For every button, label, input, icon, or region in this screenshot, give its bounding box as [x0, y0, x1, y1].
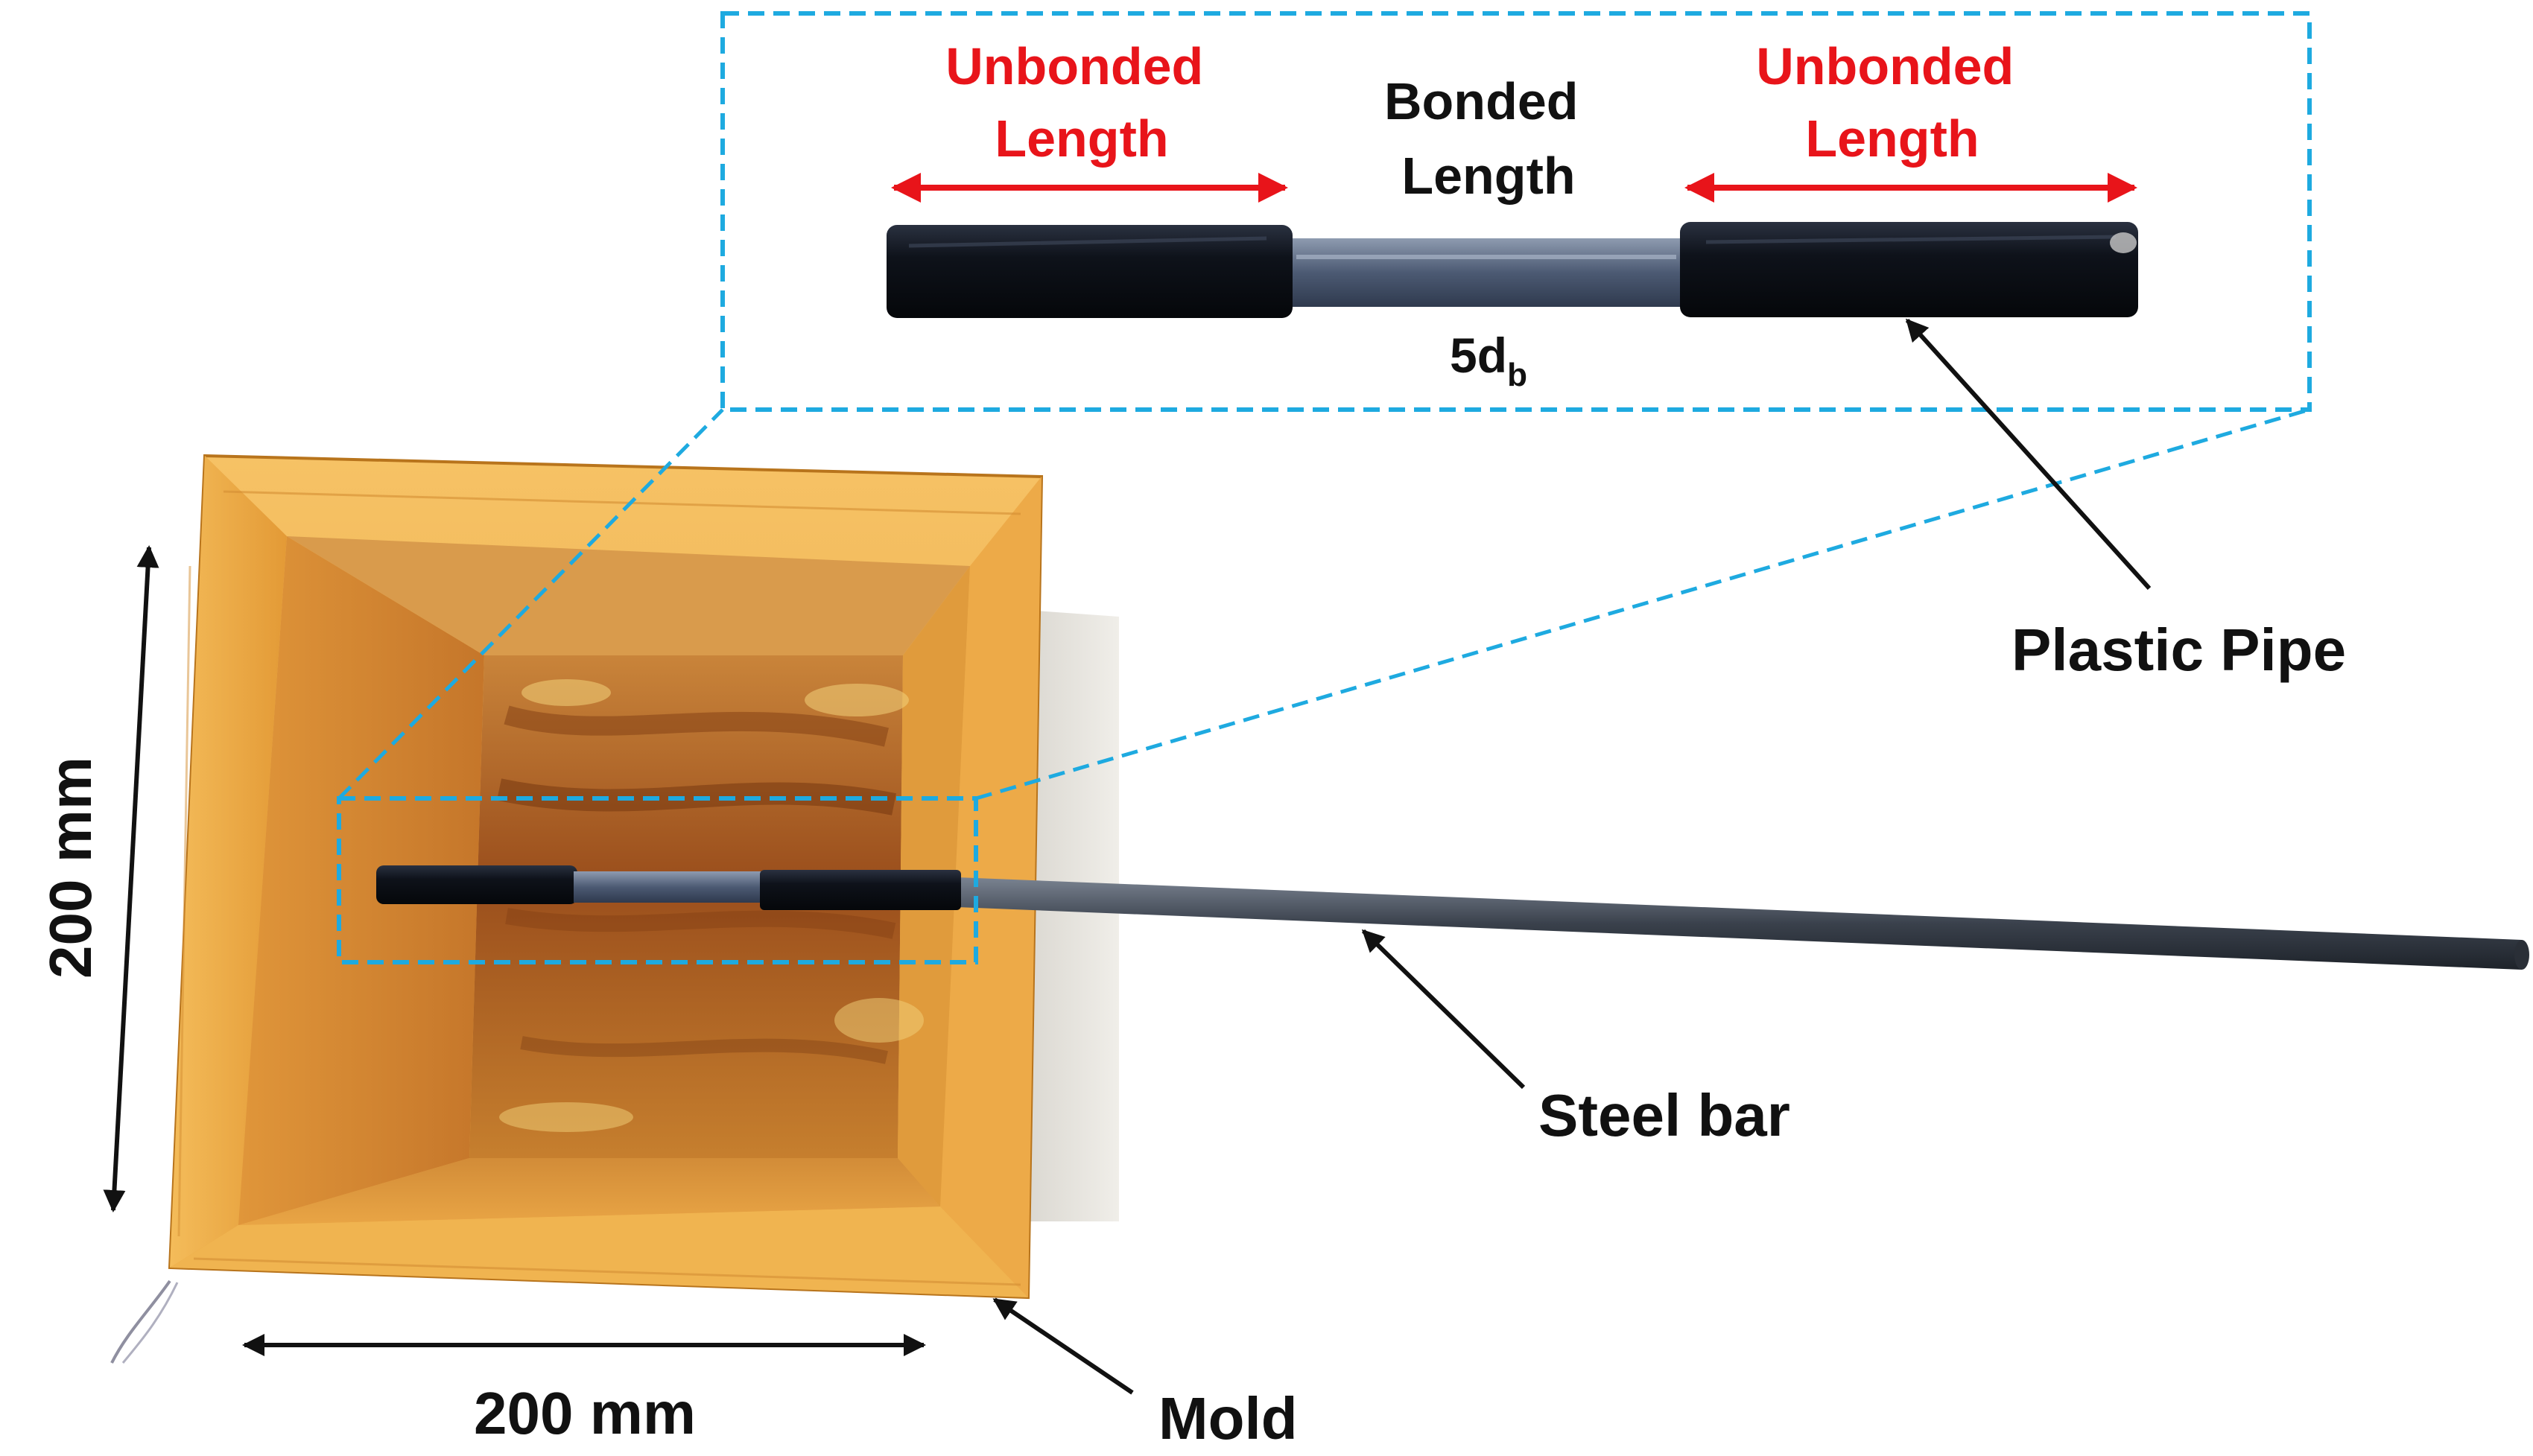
mold-label: Mold — [1158, 1385, 1298, 1452]
inset-specimen — [887, 222, 2138, 318]
unbonded-left-label: Unbonded Length — [945, 37, 1218, 168]
mold-inner-back-wall — [287, 536, 970, 655]
plastic-pipe-pointer — [1905, 318, 2152, 591]
mold-inner-left-wall — [238, 536, 484, 1225]
bonded-label: Bonded Length — [1384, 72, 1593, 205]
bonded-size-main: 5d — [1450, 328, 1507, 383]
unbonded-right-line1: Unbonded — [1756, 37, 2014, 95]
specimen-in-mold — [376, 865, 2529, 970]
bonded-size-label: 5db — [1450, 328, 1527, 393]
bonded-size-subscript: b — [1507, 357, 1527, 393]
bonded-zone-in-mold — [574, 871, 767, 903]
callout-box-large — [720, 11, 2312, 412]
callout-connector-left — [337, 408, 724, 800]
pipe-right-in-mold — [760, 870, 961, 910]
mold-side-plate — [1015, 609, 1119, 1221]
pipe-left-in-mold — [376, 865, 577, 904]
callout-box-small — [337, 796, 978, 964]
plastic-pipe-label: Plastic Pipe — [2012, 617, 2346, 683]
unbonded-left-line2: Length — [995, 109, 1168, 168]
inset-bonded-bar — [1285, 238, 1687, 307]
mold-photo — [110, 454, 1119, 1364]
unbonded-left-line1: Unbonded — [945, 37, 1203, 95]
mold-inner-cavity — [469, 655, 903, 1158]
bonded-line2: Length — [1401, 147, 1575, 205]
steel-bar — [957, 877, 2522, 970]
height-dimension-arrow — [103, 545, 159, 1212]
callout-connector-right — [975, 407, 2310, 801]
inset-pipe-left — [887, 225, 1293, 318]
callout — [337, 11, 2312, 964]
mold-pointer — [992, 1297, 1134, 1395]
unbonded-right-label: Unbonded Length — [1756, 37, 2029, 168]
bonded-line1: Bonded — [1384, 72, 1579, 130]
inset-pipe-right — [1680, 222, 2138, 317]
unbonded-right-line2: Length — [1805, 109, 1979, 168]
height-dimension-label: 200 mm — [37, 757, 104, 979]
steel-bar-label: Steel bar — [1538, 1082, 1790, 1148]
width-dimension-label: 200 mm — [474, 1380, 696, 1446]
steel-bar-pointer — [1361, 929, 1526, 1090]
